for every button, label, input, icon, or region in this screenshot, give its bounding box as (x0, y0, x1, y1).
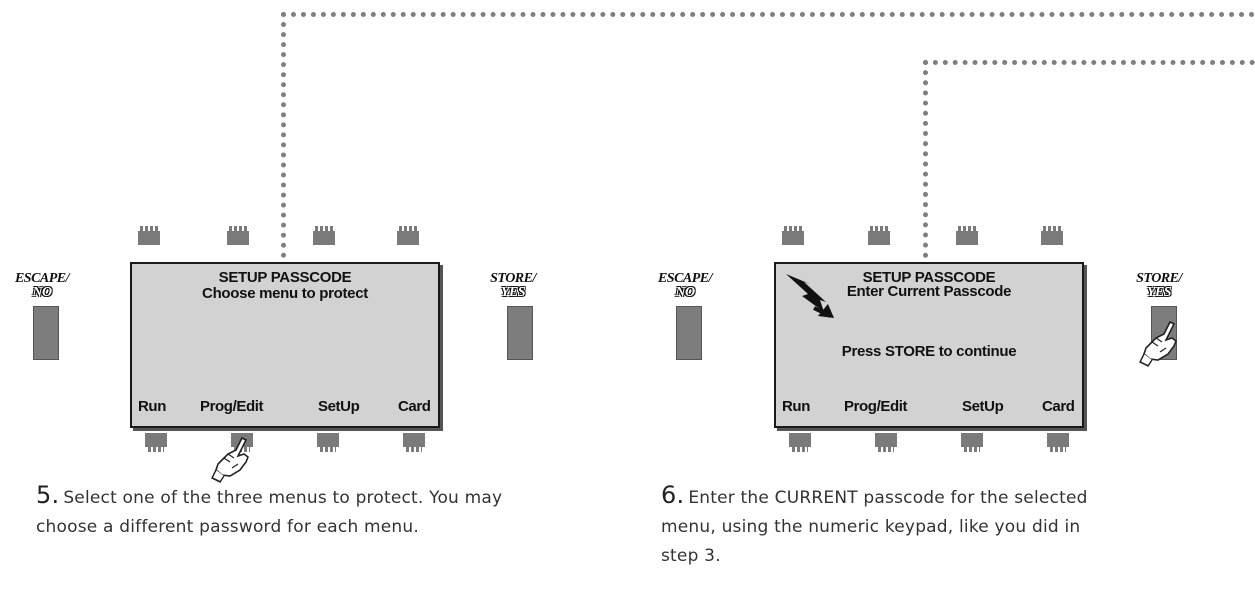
screen-title: SETUP PASSCODE (218, 269, 352, 286)
screen-title: SETUP PASSCODE (862, 269, 996, 286)
store-yes-label: STORE/ YES (490, 271, 536, 300)
connector-line-step6 (923, 60, 928, 258)
soft-key-2-bottom[interactable] (875, 433, 897, 452)
softkey-prog-edit[interactable]: Prog/Edit (844, 398, 908, 415)
softkey-setup[interactable]: SetUp (318, 398, 360, 415)
soft-key-4-bottom[interactable] (403, 433, 425, 452)
escape-no-button[interactable] (676, 306, 702, 360)
step-number: 6. (661, 481, 685, 509)
step-6-caption: 6.Enter the CURRENT passcode for the sel… (661, 481, 1101, 571)
softkey-prog-edit[interactable]: Prog/Edit (200, 398, 264, 415)
soft-key-1-bottom[interactable] (789, 433, 811, 452)
escape-no-label: ESCAPE/ NO (657, 271, 713, 300)
soft-key-4-top[interactable] (1041, 226, 1063, 245)
softkey-run[interactable]: Run (782, 398, 810, 415)
softkey-labels: Run Prog/Edit SetUp Card (780, 398, 1078, 418)
step-number: 5. (36, 481, 60, 509)
connector-line-step5-top (281, 12, 1255, 17)
softkey-card[interactable]: Card (1042, 398, 1075, 415)
step-5-caption: 5.Select one of the three menus to prote… (36, 481, 506, 542)
soft-key-3-top[interactable] (313, 226, 335, 245)
soft-key-4-bottom[interactable] (1047, 433, 1069, 452)
hand-pointer-icon (211, 436, 249, 483)
soft-key-3-bottom[interactable] (961, 433, 983, 452)
store-yes-button[interactable] (507, 306, 533, 360)
step-text: Select one of the three menus to protect… (36, 488, 503, 537)
escape-no-label: ESCAPE/ NO (14, 271, 70, 300)
soft-key-3-bottom[interactable] (317, 433, 339, 452)
softkey-setup[interactable]: SetUp (962, 398, 1004, 415)
step-text: Enter the CURRENT passcode for the selec… (661, 488, 1088, 566)
softkey-card[interactable]: Card (398, 398, 431, 415)
lightning-arrow-icon (786, 274, 834, 318)
connector-line-step6-top (923, 60, 1255, 65)
store-yes-label: STORE/ YES (1136, 271, 1182, 300)
soft-key-1-top[interactable] (138, 226, 160, 245)
soft-key-2-top[interactable] (868, 226, 890, 245)
soft-key-3-top[interactable] (956, 226, 978, 245)
softkey-run[interactable]: Run (138, 398, 166, 415)
soft-key-1-bottom[interactable] (145, 433, 167, 452)
soft-key-1-top[interactable] (782, 226, 804, 245)
softkey-labels: Run Prog/Edit SetUp Card (136, 398, 434, 418)
connector-line-step5 (281, 12, 286, 258)
screen-subtitle: Enter Current Passcode (846, 283, 1012, 300)
escape-no-button[interactable] (33, 306, 59, 360)
soft-key-2-top[interactable] (227, 226, 249, 245)
lcd-screen: SETUP PASSCODE Enter Current Passcode Pr… (774, 262, 1084, 428)
soft-key-4-top[interactable] (397, 226, 419, 245)
screen-subtitle: Choose menu to protect (202, 285, 368, 302)
screen-instruction: Press STORE to continue (841, 343, 1017, 360)
lcd-screen: SETUP PASSCODE Choose menu to protect Ru… (130, 262, 440, 428)
hand-pointer-icon (1139, 320, 1177, 367)
